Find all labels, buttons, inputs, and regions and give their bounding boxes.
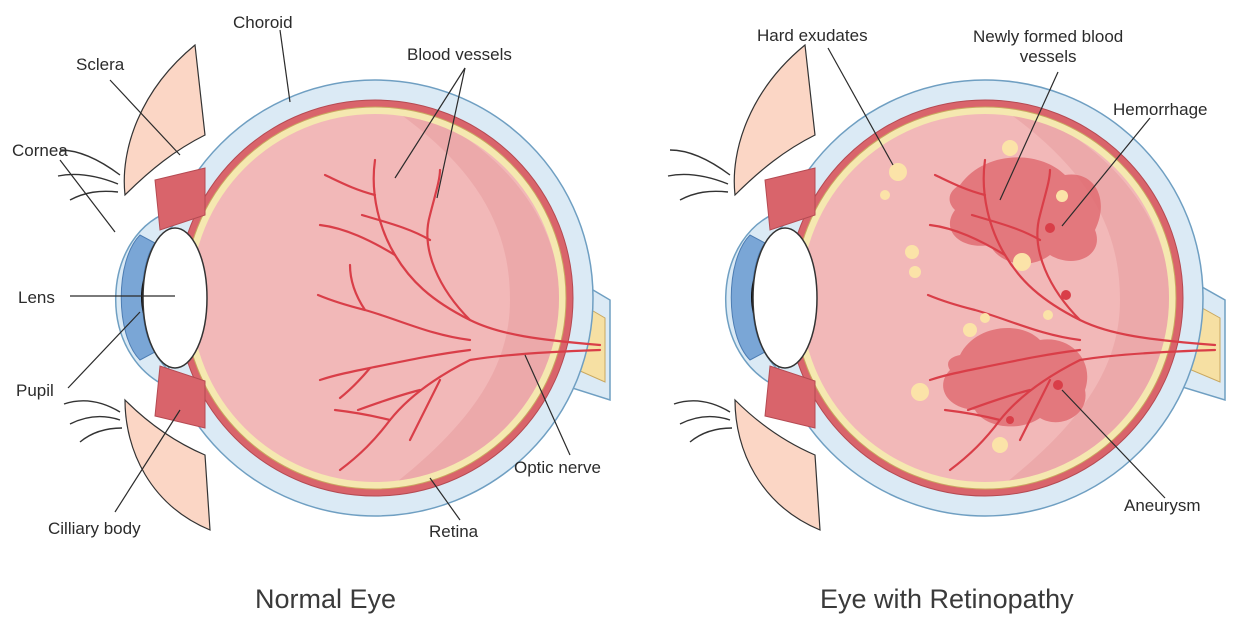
ciliary-body-label: Cilliary body — [48, 520, 141, 537]
optic-nerve-label: Optic nerve — [514, 459, 601, 476]
cornea-label: Cornea — [12, 142, 68, 159]
aneurysm-label: Aneurysm — [1124, 497, 1201, 514]
retinopathy-eye-caption: Eye with Retinopathy — [820, 586, 1074, 613]
retina-label: Retina — [429, 523, 478, 540]
lens-shape — [143, 228, 207, 368]
lower-eyelashes-right — [674, 401, 732, 442]
choroid-label: Choroid — [233, 14, 293, 31]
upper-eyelashes-right — [668, 150, 730, 200]
normal-eye-caption: Normal Eye — [255, 586, 396, 613]
pupil-label: Pupil — [16, 382, 54, 399]
hard-exudates-label: Hard exudates — [757, 27, 868, 44]
lens-shape-right — [753, 228, 817, 368]
sclera-label: Sclera — [76, 56, 124, 73]
blood-vessels-label: Blood vessels — [407, 46, 512, 63]
lower-eyelashes — [64, 401, 122, 442]
lens-label: Lens — [18, 289, 55, 306]
newly-formed-vessels-label: Newly formed blood vessels — [973, 27, 1123, 68]
hemorrhage-label: Hemorrhage — [1113, 101, 1208, 118]
